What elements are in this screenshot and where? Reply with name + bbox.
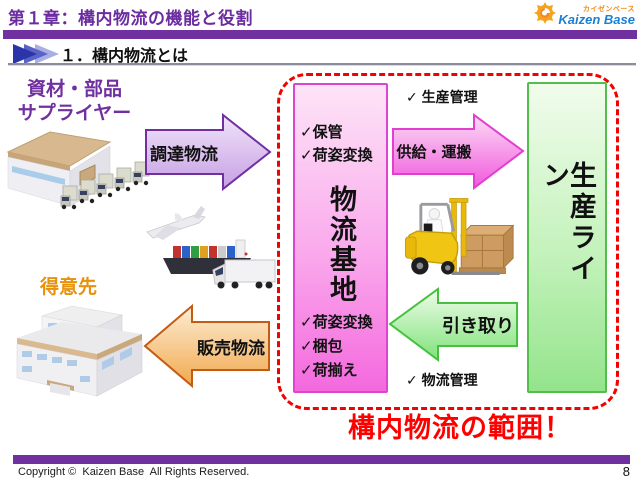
- logo-katakana-text: カイゼンベース: [582, 5, 635, 13]
- airplane-cargo-ship-truck-illustration: [133, 196, 288, 306]
- base-item-assortment: ✓荷揃え: [300, 362, 358, 379]
- logo-brand-text: Kaizen Base: [558, 11, 635, 27]
- base-item-repack-bottom: ✓荷姿変換: [300, 314, 373, 331]
- base-top-items: ✓保管 ✓荷姿変換: [300, 121, 373, 167]
- scope-caption: 構内物流の範囲！: [348, 413, 572, 443]
- kaizen-base-logo: カイゼンベース Kaizen Base: [534, 2, 635, 29]
- header-divider-bar: [3, 30, 637, 39]
- copyright-text: Copyright © Kaizen Base All Rights Reser…: [18, 466, 250, 478]
- kaizen-gear-icon: [534, 2, 557, 29]
- production-management-note: ✓ 生産管理: [406, 89, 478, 105]
- logistics-base-box: ✓保管 ✓荷姿変換 物流基地 ✓荷姿変換 ✓梱包 ✓荷揃え: [293, 83, 388, 393]
- supplier-label-line1: 資材・部品: [26, 79, 122, 100]
- supplier-label: 資材・部品 サプライヤー: [2, 78, 147, 126]
- sales-arrow-label: 販売物流: [197, 338, 265, 358]
- section-title: １．構内物流とは: [60, 48, 189, 65]
- base-item-packing: ✓梱包: [300, 338, 343, 355]
- customer-label: 得意先: [40, 277, 98, 298]
- procurement-arrow: 調達物流: [145, 113, 272, 191]
- supply-arrow-label: 供給・運搬: [396, 144, 472, 161]
- pickup-arrow-label: 引き取り: [442, 315, 514, 336]
- footer-divider-bar: [13, 455, 630, 464]
- section-underline: [8, 63, 636, 66]
- production-line-title: 生産ライン: [539, 160, 596, 285]
- sales-arrow: 販売物流: [143, 303, 270, 389]
- office-building-illustration: [2, 296, 152, 409]
- base-bottom-items: ✓荷姿変換 ✓梱包 ✓荷揃え: [300, 311, 373, 383]
- production-line-box: 生産ライン: [527, 82, 607, 393]
- procurement-arrow-label: 調達物流: [150, 144, 218, 164]
- scope-dashed-border: [277, 73, 619, 410]
- logistics-base-title: 物流基地: [326, 185, 356, 305]
- supplier-label-line2: サプライヤー: [17, 103, 132, 124]
- logistics-management-note: ✓ 物流管理: [406, 372, 478, 388]
- base-item-repack-top: ✓荷姿変換: [300, 147, 373, 164]
- base-item-storage: ✓保管: [300, 124, 343, 141]
- pickup-arrow: 引き取り: [388, 287, 518, 362]
- triple-chevron-right-icon: [13, 44, 61, 69]
- supply-arrow: 供給・運搬: [392, 113, 525, 190]
- page-title: 第１章：構内物流の機能と役割: [8, 9, 253, 28]
- page-number: 8: [622, 464, 630, 479]
- forklift-with-pallet-illustration: [392, 185, 517, 295]
